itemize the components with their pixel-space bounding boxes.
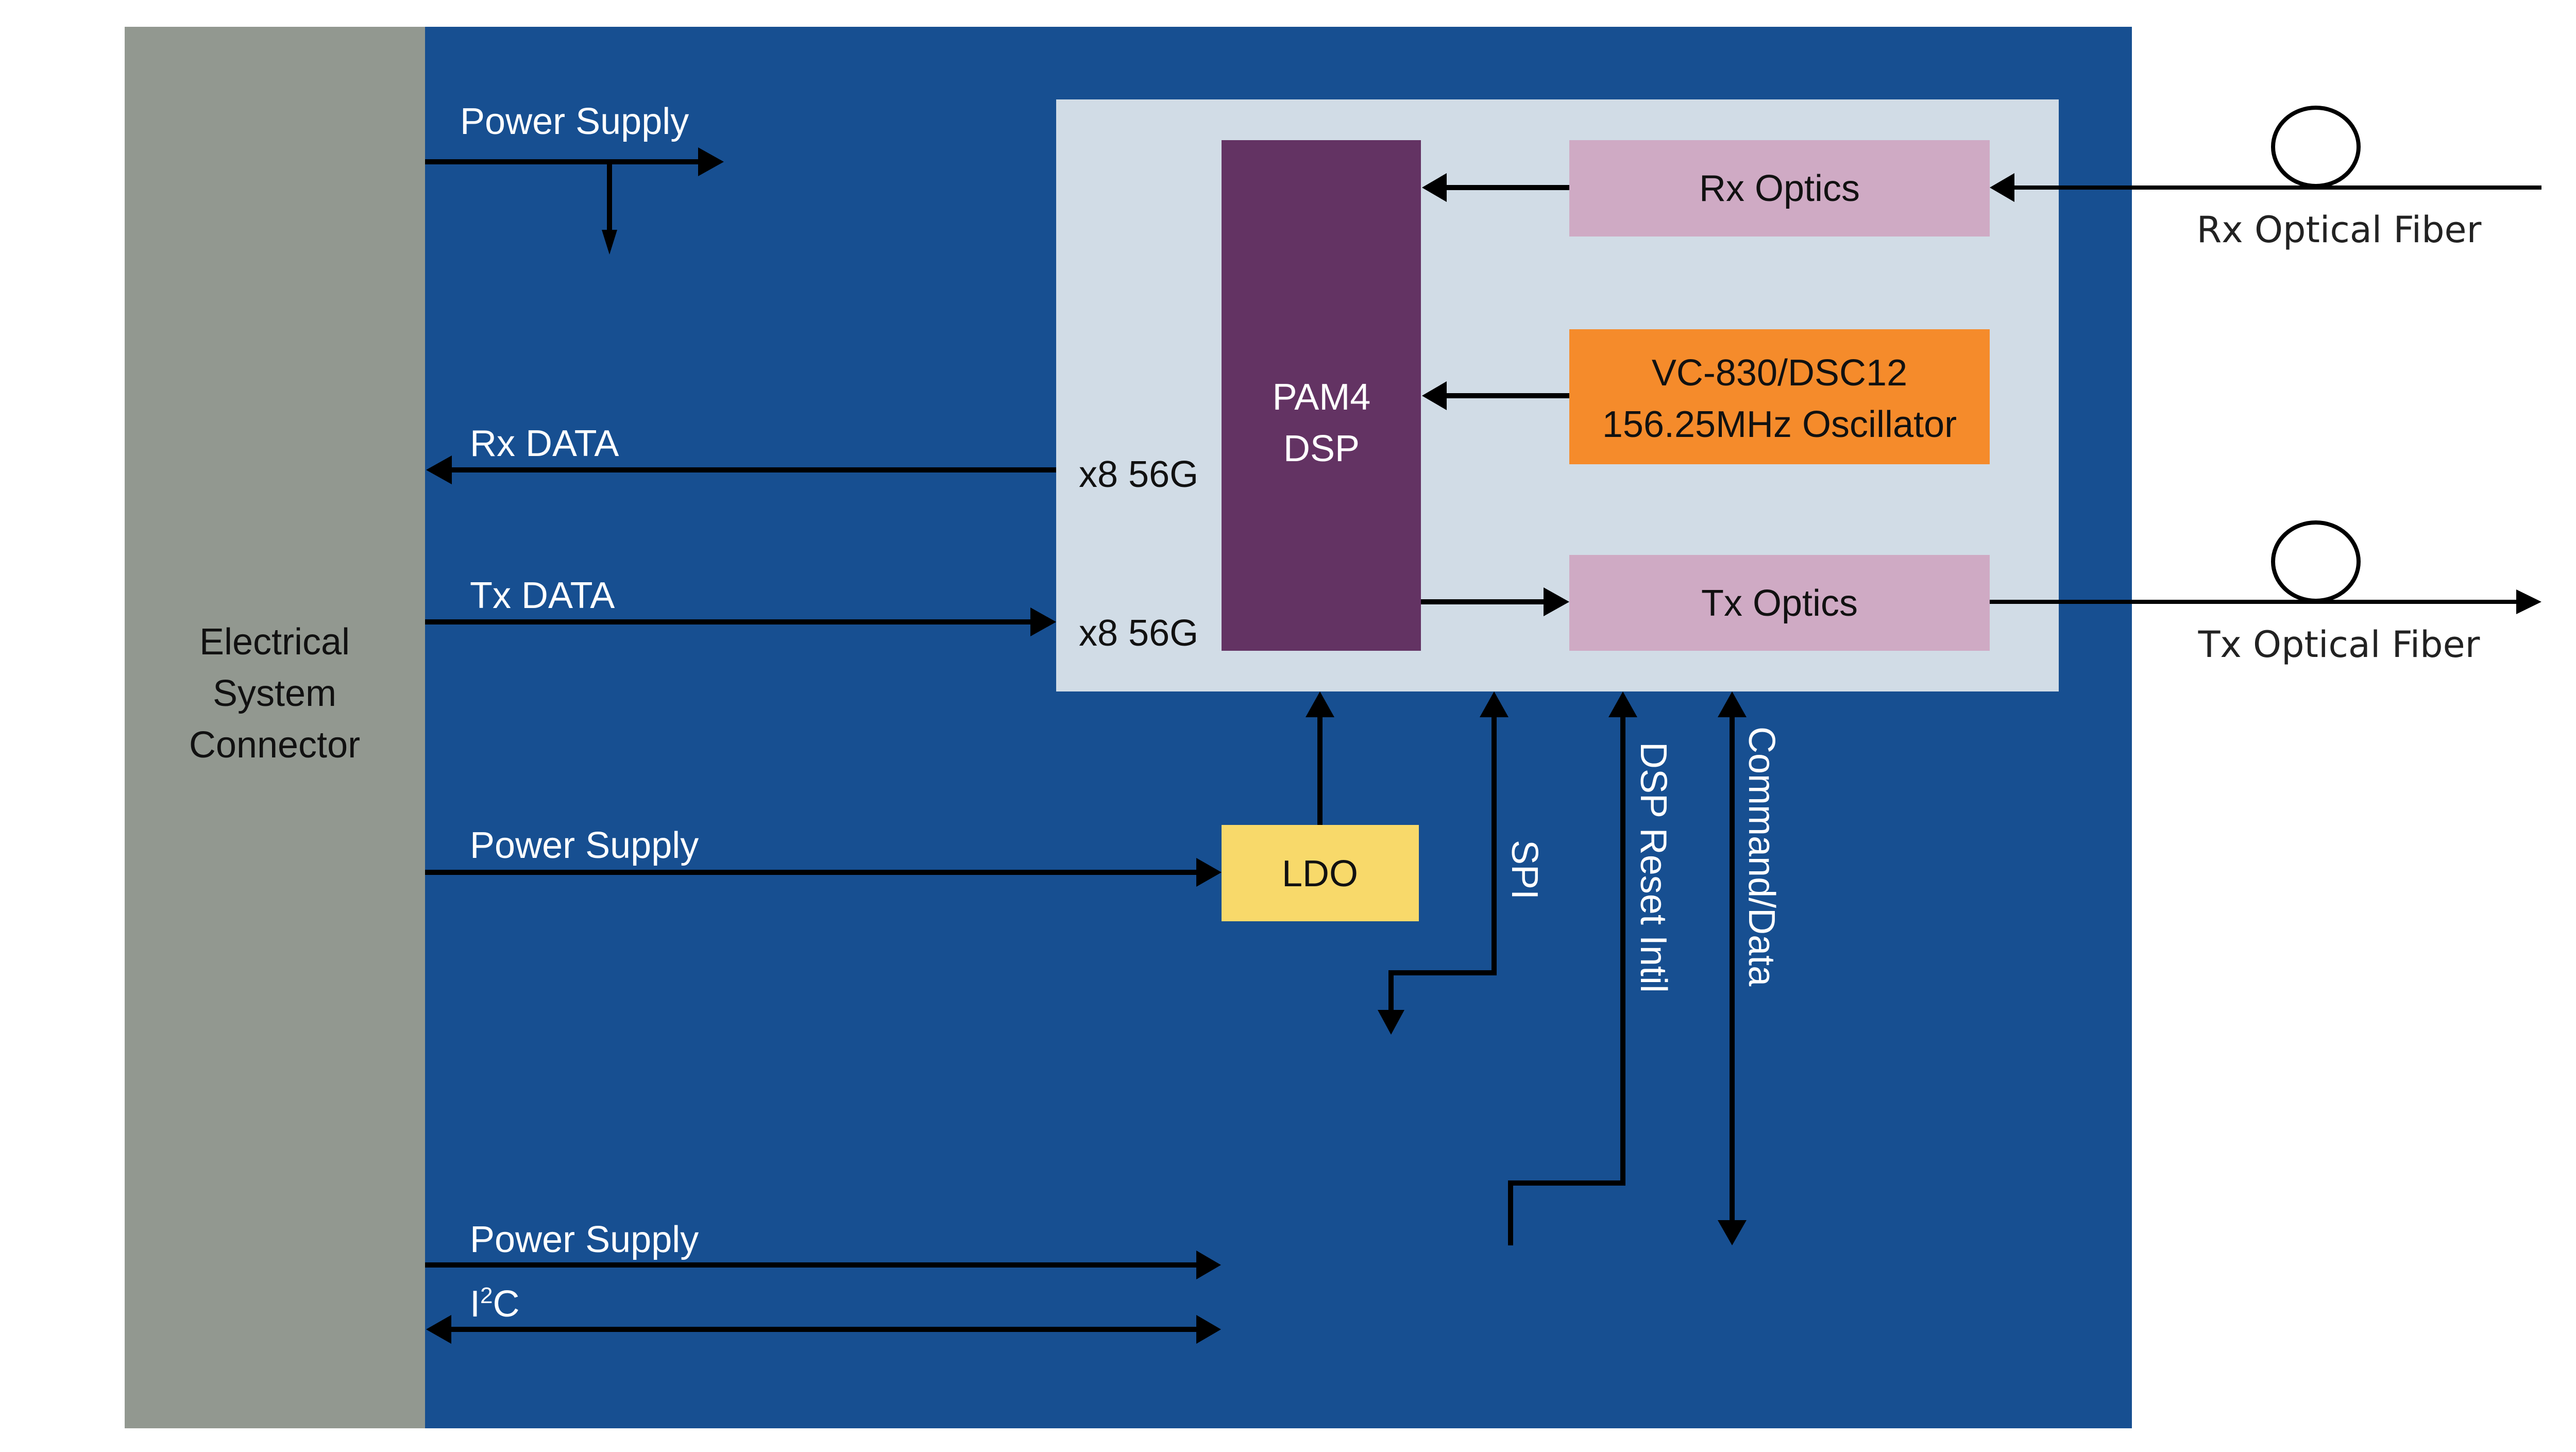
power-supply-mid-label: Power Supply — [470, 825, 699, 866]
rx-lanes-label: x8 56G — [1079, 454, 1198, 495]
power-supply-top-arrowhead — [698, 147, 724, 176]
tx-fiber-arrowhead — [2516, 589, 2541, 614]
dsp-reset-wire — [1508, 717, 1625, 1245]
tx-lanes-label: x8 56G — [1079, 613, 1198, 654]
dsp-reset-arrowhead — [1608, 691, 1637, 717]
dsp-label-line2: DSP — [1283, 428, 1360, 469]
ldo-label: LDO — [1282, 853, 1358, 894]
command-data-down-arrowhead — [1718, 1220, 1747, 1245]
tx-optics-label: Tx Optics — [1701, 583, 1858, 624]
spi-label: SPI — [1504, 840, 1545, 900]
dsp-to-tx-optics-arrowhead — [1544, 587, 1569, 616]
spi-wire — [1388, 717, 1497, 1012]
oscillator-block — [1569, 329, 1990, 464]
spi-down-arrowhead — [1378, 1010, 1404, 1035]
tx-data-arrowhead — [1030, 607, 1056, 636]
rx-optics-to-dsp-arrowhead — [1422, 173, 1447, 202]
oscillator-label-line1: VC-830/DSC12 — [1652, 352, 1907, 394]
connector-label-line1: Electrical — [199, 621, 350, 663]
tx-fiber-label: Tx Optical Fiber — [2198, 623, 2480, 666]
rx-data-arrowhead — [426, 455, 452, 484]
power-supply-bottom-arrowhead — [1196, 1251, 1221, 1279]
rx-data-label: Rx DATA — [470, 423, 619, 464]
i2c-left-arrowhead — [426, 1315, 451, 1344]
osc-to-dsp-arrowhead — [1422, 381, 1447, 410]
dsp-reset-label: DSP Reset Intil — [1633, 742, 1674, 993]
i2c-label: I2C — [470, 1283, 520, 1325]
pam4-dsp-block — [1222, 140, 1421, 651]
command-data-label: Command/Data — [1741, 727, 1782, 987]
rx-fiber-coil-icon — [2271, 106, 2361, 188]
dsp-label-line1: PAM4 — [1273, 377, 1371, 418]
rx-fiber-label: Rx Optical Fiber — [2197, 209, 2482, 251]
tx-fiber-coil-icon — [2271, 520, 2361, 603]
i2c-right-arrowhead — [1196, 1315, 1221, 1344]
rx-fiber-arrowhead — [1990, 173, 2014, 202]
command-data-up-arrowhead — [1718, 691, 1747, 717]
power-supply-top-label: Power Supply — [460, 101, 689, 142]
spi-up-arrowhead — [1480, 691, 1509, 717]
electrical-connector — [125, 27, 425, 1428]
tx-data-label: Tx DATA — [470, 575, 615, 616]
power-supply-mid-arrowhead — [1196, 858, 1222, 887]
connector-label-line2: System — [213, 673, 336, 714]
oscillator-label-line2: 156.25MHz Oscillator — [1602, 404, 1957, 445]
rx-optics-label: Rx Optics — [1699, 168, 1860, 209]
ldo-to-panel-arrowhead — [1306, 691, 1334, 717]
connector-label-line3: Connector — [189, 724, 360, 766]
ldo-block — [1222, 825, 1419, 921]
power-supply-bottom-label: Power Supply — [470, 1219, 699, 1260]
tx-optics-block — [1569, 555, 1990, 651]
power-supply-branch-arrowhead — [602, 230, 617, 255]
rx-optics-block — [1569, 140, 1990, 237]
